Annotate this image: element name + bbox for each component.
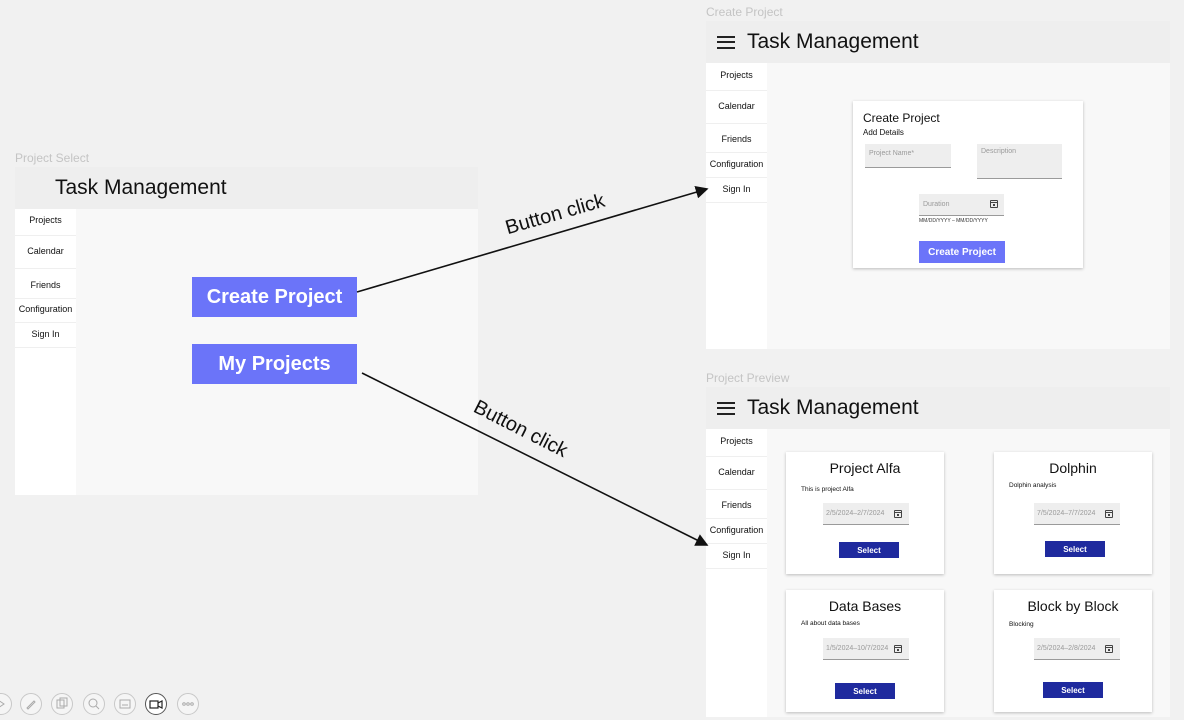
project-title: Data Bases	[828, 598, 902, 614]
sidebar-item-calendar[interactable]: Calendar	[15, 246, 76, 269]
project-name-field[interactable]: Project Name*	[865, 144, 951, 168]
create-project-submit-button[interactable]: Create Project	[919, 241, 1005, 263]
project-description: All about data bases	[801, 620, 860, 627]
app-title: Task Management	[55, 176, 227, 199]
frame-label-project-select: Project Select	[15, 151, 90, 165]
select-button[interactable]: Select	[835, 683, 895, 699]
sidebar: Projects Calendar Friends Configuration …	[706, 63, 767, 349]
topbar: Task Management	[15, 167, 478, 209]
frame-label-create-project: Create Project	[706, 5, 783, 19]
frame-create-project: Task Management Projects Calendar Friend…	[706, 21, 1170, 349]
project-card: Project Alfa This is project Alfa 2/5/20…	[786, 452, 944, 574]
app-title: Task Management	[747, 30, 919, 53]
project-card: Data Bases All about data bases 1/5/2024…	[786, 590, 944, 712]
create-project-button[interactable]: Create Project	[192, 277, 357, 317]
calendar-icon[interactable]	[1105, 510, 1113, 518]
project-title: Project Alfa	[829, 460, 901, 476]
sidebar-item-friends[interactable]: Friends	[706, 134, 767, 153]
project-description: Dolphin analysis	[1009, 482, 1057, 489]
sidebar-item-projects[interactable]: Projects	[15, 215, 76, 236]
card-subtitle: Add Details	[863, 128, 904, 137]
select-button[interactable]: Select	[1045, 541, 1105, 557]
copy-icon[interactable]	[51, 693, 73, 715]
duration-placeholder: Duration	[923, 201, 950, 208]
create-project-card: Create Project Add Details Project Name*…	[853, 101, 1083, 268]
arrow-to-project-preview	[361, 372, 709, 546]
project-dates-field[interactable]: 2/5/2024–2/7/2024	[823, 503, 909, 525]
my-projects-button[interactable]: My Projects	[192, 344, 357, 384]
project-description: Blocking	[1009, 621, 1034, 628]
sidebar-item-projects[interactable]: Projects	[706, 70, 767, 91]
sidebar: Projects Calendar Friends Configuration …	[15, 209, 76, 495]
calendar-icon[interactable]	[894, 510, 902, 518]
project-dates-field[interactable]: 7/5/2024–7/7/2024	[1034, 503, 1120, 525]
sidebar-item-sign-in[interactable]: Sign In	[15, 329, 76, 348]
project-dates-field[interactable]: 1/5/2024–10/7/2024	[823, 638, 909, 660]
calendar-icon[interactable]	[1105, 645, 1113, 653]
card-title: Create Project	[863, 111, 940, 125]
topbar: Task Management	[706, 387, 1170, 429]
more-icon[interactable]	[177, 693, 199, 715]
select-button[interactable]: Select	[1043, 682, 1103, 698]
pen-icon[interactable]	[20, 693, 42, 715]
subtitles-icon[interactable]	[114, 693, 136, 715]
sidebar-item-calendar[interactable]: Calendar	[706, 101, 767, 124]
sidebar-item-projects[interactable]: Projects	[706, 436, 767, 457]
duration-field[interactable]: Duration	[919, 194, 1004, 216]
menu-icon[interactable]	[717, 401, 735, 415]
project-description: This is project Alfa	[801, 486, 854, 493]
project-dates: 2/5/2024–2/7/2024	[826, 510, 885, 517]
project-dates: 1/5/2024–10/7/2024	[826, 645, 889, 652]
topbar: Task Management	[706, 21, 1170, 63]
project-title: Dolphin	[1049, 460, 1097, 476]
project-card: Dolphin Dolphin analysis 7/5/2024–7/7/20…	[994, 452, 1152, 574]
project-dates: 7/5/2024–7/7/2024	[1037, 510, 1096, 517]
sidebar-item-friends[interactable]: Friends	[15, 280, 76, 299]
video-icon[interactable]	[145, 693, 167, 715]
sidebar-item-calendar[interactable]: Calendar	[706, 467, 767, 490]
menu-icon[interactable]	[717, 35, 735, 49]
project-title: Block by Block	[1027, 598, 1119, 614]
sidebar-item-sign-in[interactable]: Sign In	[706, 550, 767, 569]
arrow-to-create-project	[356, 186, 709, 293]
project-dates-field[interactable]: 2/5/2024–2/8/2024	[1034, 638, 1120, 660]
sidebar-item-sign-in[interactable]: Sign In	[706, 184, 767, 203]
select-button[interactable]: Select	[839, 542, 899, 558]
date-hint: MM/DD/YYYY – MM/DD/YYYY	[919, 218, 988, 224]
calendar-icon[interactable]	[990, 200, 998, 208]
sidebar-item-configuration[interactable]: Configuration	[15, 304, 76, 323]
frame-project-preview: Task Management Projects Calendar Friend…	[706, 387, 1170, 717]
sidebar-item-configuration[interactable]: Configuration	[706, 525, 767, 544]
calendar-icon[interactable]	[894, 645, 902, 653]
sidebar: Projects Calendar Friends Configuration …	[706, 429, 767, 717]
frame-project-select: Task Management Projects Calendar Friend…	[15, 167, 478, 495]
project-dates: 2/5/2024–2/8/2024	[1037, 645, 1096, 652]
play-icon[interactable]	[0, 693, 12, 715]
search-icon[interactable]	[83, 693, 105, 715]
project-card: Block by Block Blocking 2/5/2024–2/8/202…	[994, 590, 1152, 712]
app-title: Task Management	[747, 396, 919, 419]
frame-label-project-preview: Project Preview	[706, 371, 790, 385]
sidebar-item-configuration[interactable]: Configuration	[706, 159, 767, 178]
description-field[interactable]: Description	[977, 144, 1062, 179]
sidebar-item-friends[interactable]: Friends	[706, 500, 767, 519]
